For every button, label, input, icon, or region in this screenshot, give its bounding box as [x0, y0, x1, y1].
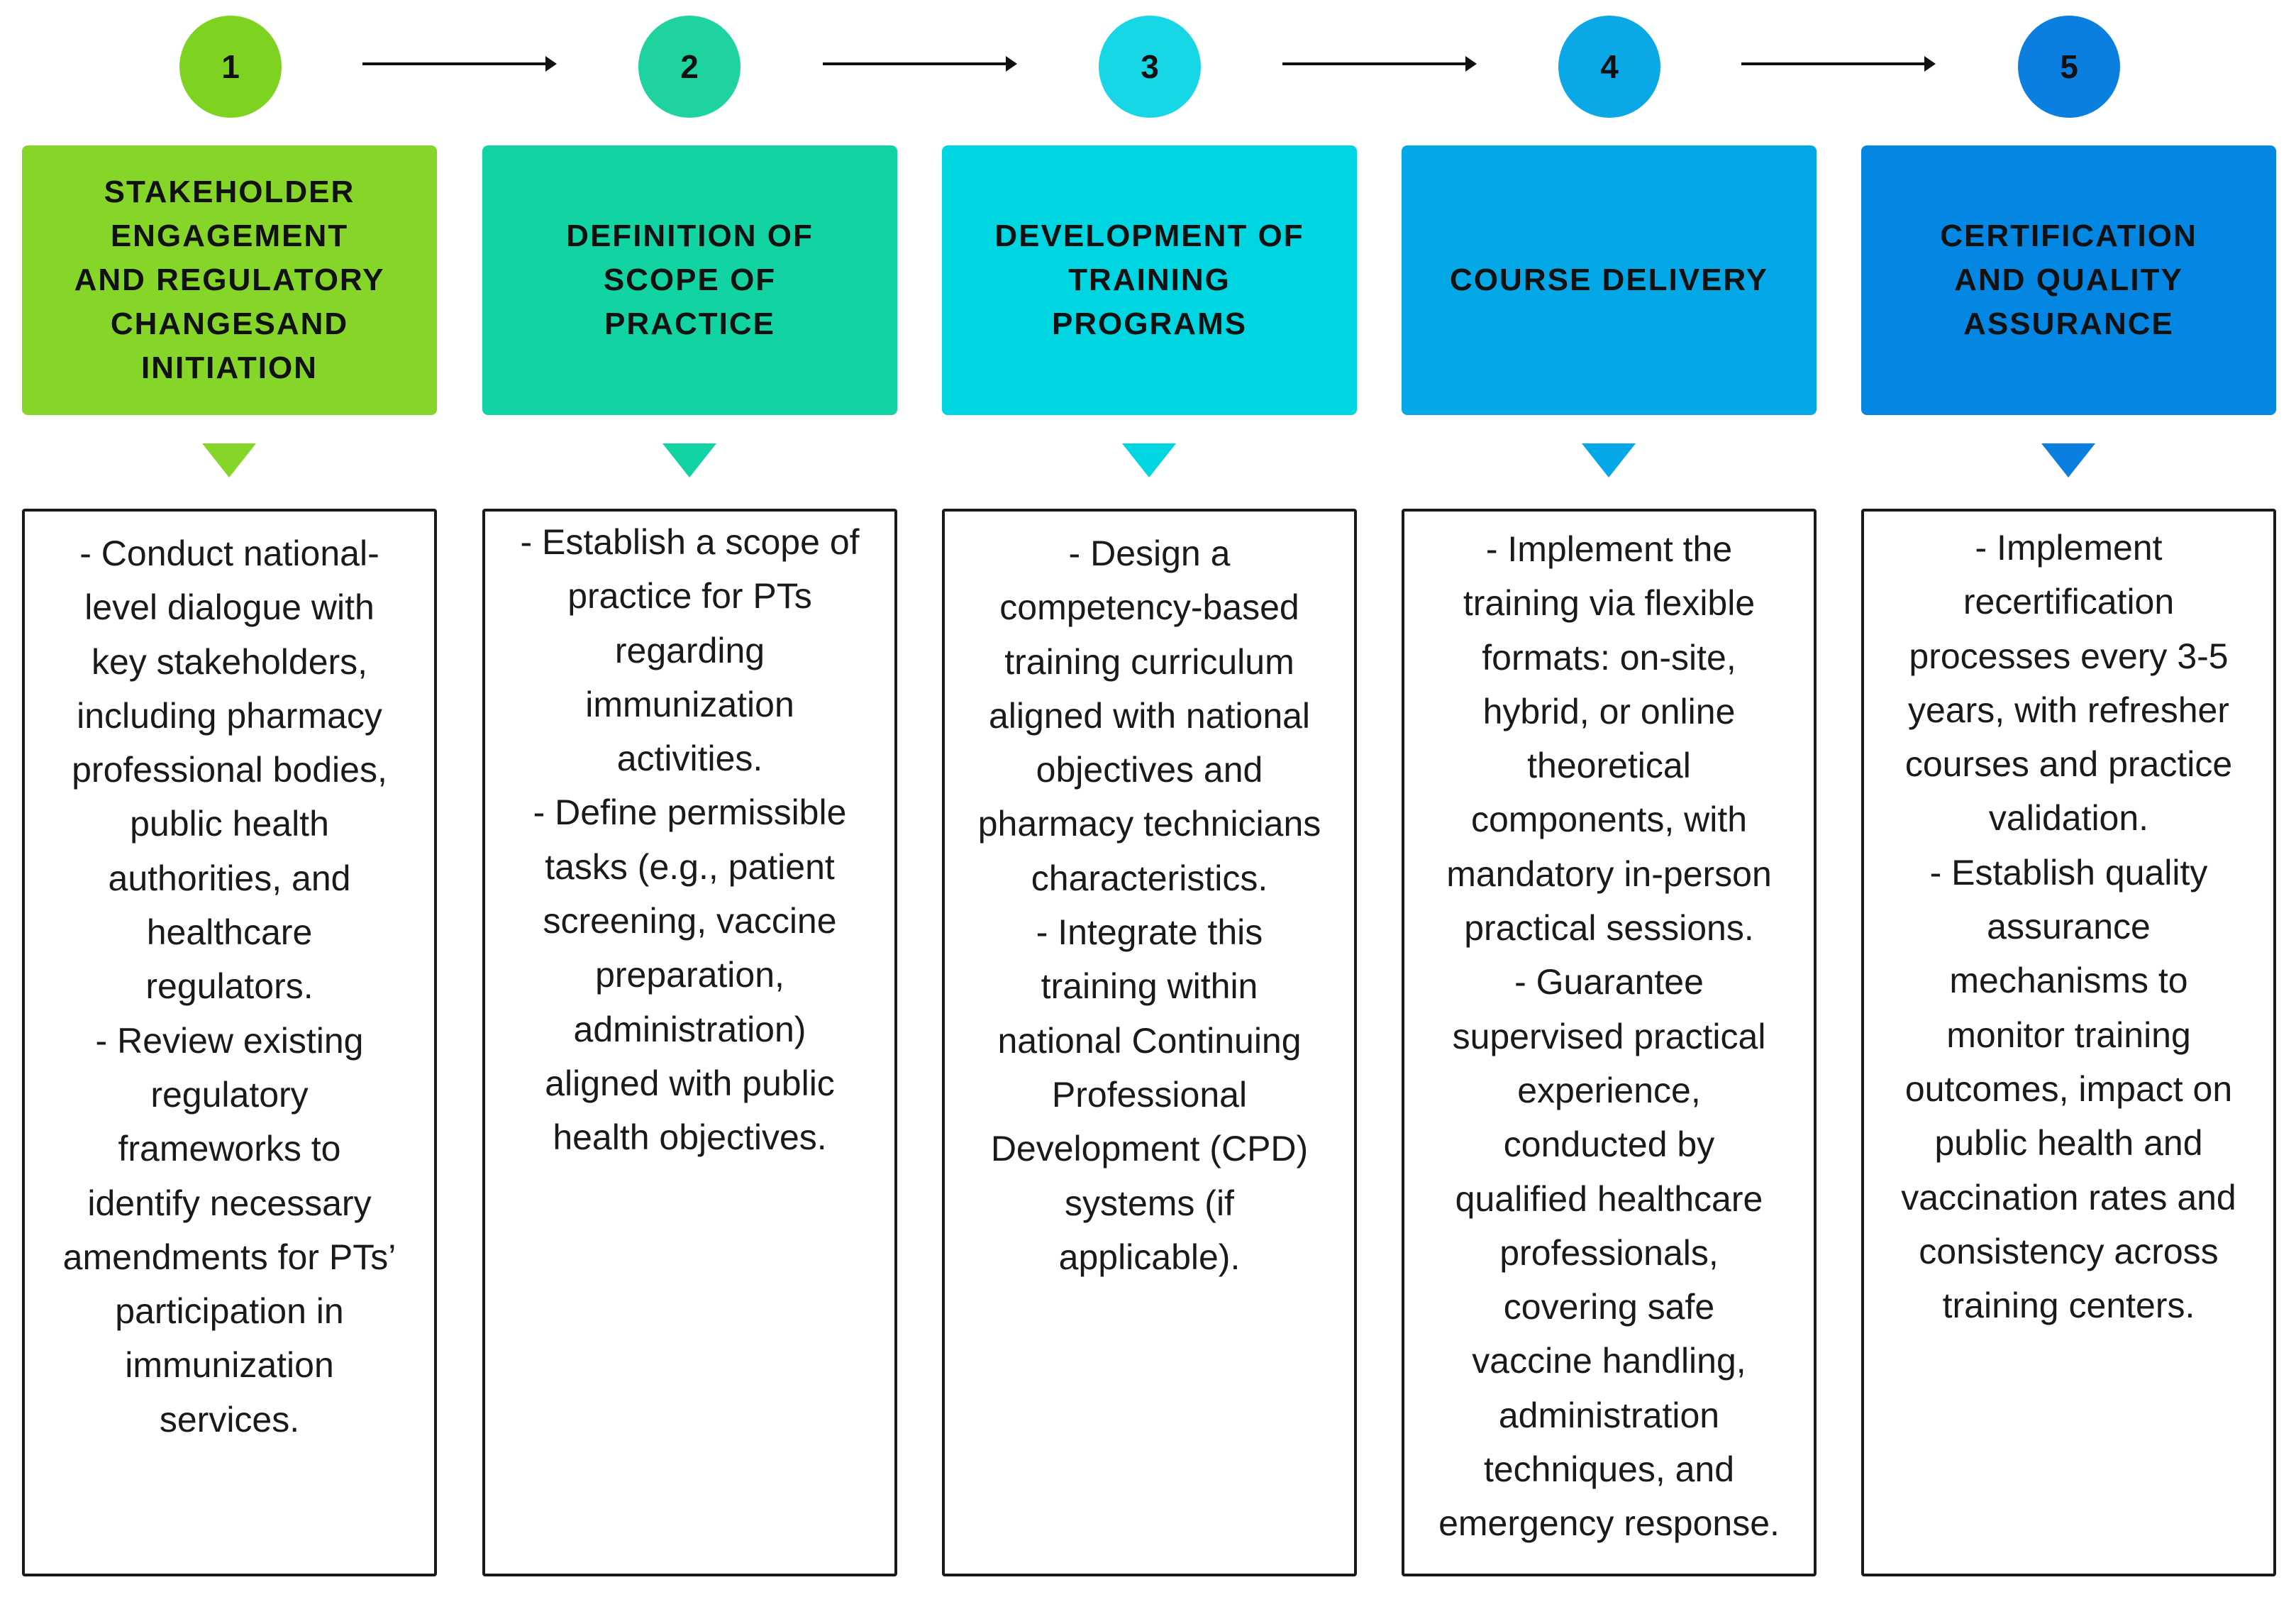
triangle-down-icon	[1582, 443, 1636, 477]
step-number-circle: 4	[1558, 16, 1660, 118]
step-description-box: - Implement the training via flexible fo…	[1402, 509, 1817, 1576]
step-header: DEFINITION OF SCOPE OF PRACTICE	[482, 145, 897, 415]
triangle-down-icon	[202, 443, 256, 477]
step-header: CERTIFICATION AND QUALITY ASSURANCE	[1861, 145, 2276, 415]
triangle-down-icon	[2041, 443, 2095, 477]
step-title: CERTIFICATION AND QUALITY ASSURANCE	[1940, 219, 2197, 341]
step-description: - Design a competency-based training cur…	[977, 534, 1321, 1277]
step-header: COURSE DELIVERY	[1402, 145, 1817, 415]
arrow-right-icon	[823, 56, 1017, 72]
step-description: - Conduct national- level dialogue with …	[62, 534, 396, 1439]
step-title: DEVELOPMENT OF TRAINING PROGRAMS	[994, 219, 1304, 341]
step-number-circle: 2	[638, 16, 741, 118]
step-title: DEFINITION OF SCOPE OF PRACTICE	[566, 219, 814, 341]
step-description: - Implement the training via flexible fo…	[1438, 529, 1780, 1544]
step-description-box: - Conduct national- level dialogue with …	[22, 509, 437, 1576]
step-description-box: - Design a competency-based training cur…	[942, 509, 1357, 1576]
step-number-circle: 5	[2018, 16, 2120, 118]
step-header: DEVELOPMENT OF TRAINING PROGRAMS	[942, 145, 1357, 415]
step-description: - Establish a scope of practice for PTs …	[520, 522, 860, 1158]
step-description-box: - Implement recertification processes ev…	[1861, 509, 2276, 1576]
triangle-down-icon	[662, 443, 716, 477]
step-description-box: - Establish a scope of practice for PTs …	[482, 509, 897, 1576]
step-number-circle: 1	[179, 16, 282, 118]
step-number-circle: 3	[1099, 16, 1201, 118]
step-description: - Implement recertification processes ev…	[1901, 528, 2236, 1326]
triangle-down-icon	[1122, 443, 1176, 477]
step-header: STAKEHOLDER ENGAGEMENT AND REGULATORY CH…	[22, 145, 437, 415]
step-title: STAKEHOLDER ENGAGEMENT AND REGULATORY CH…	[74, 175, 385, 385]
arrow-right-icon	[1741, 56, 1936, 72]
step-title: COURSE DELIVERY	[1450, 263, 1768, 297]
arrow-right-icon	[362, 56, 557, 72]
arrow-right-icon	[1282, 56, 1477, 72]
